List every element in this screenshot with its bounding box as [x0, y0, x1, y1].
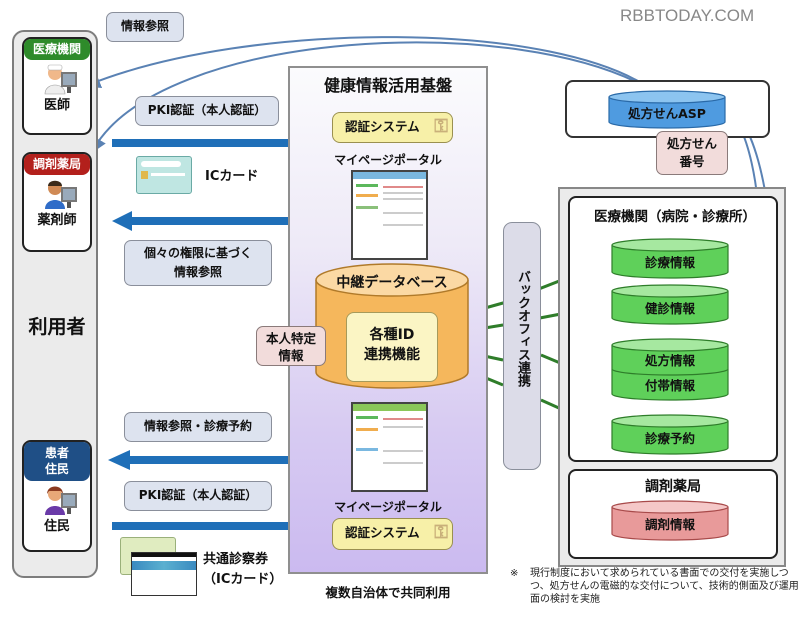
auth-system-bottom: 認証システム ⚿	[332, 518, 453, 550]
db-clinical-info-label: 診療情報	[644, 255, 695, 270]
callout-info-reference: 情報参照	[106, 12, 184, 42]
ic-card-label: ICカード	[205, 169, 259, 184]
platform-title: 健康情報活用基盤	[323, 76, 452, 95]
resident-icon	[43, 485, 77, 515]
header-line-1: 患者	[44, 446, 69, 460]
common-card-icon	[131, 552, 197, 596]
relay-database-label: 中継データベース	[336, 275, 448, 291]
key-icon: ⚿	[434, 522, 448, 543]
footnote: ※ 現行制度において求められている書面での交付を実施しつつ、処方せんの電磁的な交…	[510, 567, 800, 606]
auth-system-label: 認証システム	[345, 525, 420, 540]
hospital-title: 医療機関（病院・診療所）	[594, 209, 756, 225]
personal-id-line-1: 本人特定	[265, 331, 316, 346]
db-clinical-info	[611, 238, 729, 279]
header-line-2: 住民	[44, 462, 69, 476]
db-reservation-label: 診療予約	[644, 431, 695, 446]
auth-system-label: 認証システム	[345, 119, 420, 134]
db-prescription-info-label: 処方情報	[644, 353, 695, 368]
portal-label-top: マイページポータル	[334, 153, 442, 167]
callout-line-2: 情報参照	[173, 265, 222, 279]
callout-pki-bottom: PKI認証（本人認証）	[124, 481, 272, 511]
portal-label-bottom: マイページポータル	[334, 500, 442, 514]
reservation-arrow	[108, 450, 300, 470]
user-role-resident: 住民	[43, 519, 70, 534]
prescription-asp-label: 処方せんASP	[628, 106, 706, 121]
db-reservation	[611, 414, 729, 455]
prescription-number: 処方せん 番号	[656, 131, 728, 175]
callout-pki-top: PKI認証（本人認証）	[135, 96, 279, 126]
db-supplementary-info-label: 付帯情報	[644, 378, 695, 393]
pharmacy-title: 調剤薬局	[645, 479, 701, 495]
db-dispensing-info-label: 調剤情報	[644, 517, 695, 532]
db-prescription-supplementary	[611, 338, 729, 401]
pki-bottom-arrow	[112, 516, 316, 536]
user-card-header: 患者 住民	[24, 442, 90, 481]
common-card-label: 共通診察券 （ICカード）	[203, 550, 282, 590]
watermark: RBBTODAY.COM	[620, 6, 755, 25]
backoffice-link-box	[503, 222, 541, 470]
id-linkage-function: 各種ID 連携機能	[346, 312, 438, 382]
ic-card-icon	[136, 156, 192, 194]
callout-info-reservation: 情報参照・診療予約	[124, 412, 272, 442]
portal-screen-top	[351, 170, 428, 260]
db-checkup-info-label: 健診情報	[644, 301, 695, 316]
personal-identification-info: 本人特定 情報	[256, 326, 326, 366]
user-role-pharmacist: 薬剤師	[37, 213, 77, 228]
prescription-asp-db	[608, 90, 726, 129]
footnote-mark: ※	[510, 568, 519, 579]
user-card-pharmacist: 調剤薬局 薬剤師	[22, 152, 92, 252]
auth-system-top: 認証システム ⚿	[332, 112, 453, 143]
common-card-line-1: 共通診察券	[203, 552, 269, 567]
user-role-doctor: 医師	[43, 98, 70, 113]
backoffice-label: バックオフィス連携	[515, 270, 530, 387]
db-dispensing-info	[611, 500, 729, 541]
callout-individual-access: 個々の権限に基づく 情報参照	[124, 240, 272, 286]
user-card-header: 医療機関	[24, 39, 90, 60]
pharmacist-icon	[43, 179, 77, 209]
personal-id-line-2: 情報	[278, 348, 304, 363]
id-linkage-line-2: 連携機能	[364, 347, 420, 363]
portal-screen-bottom	[351, 402, 428, 492]
user-card-resident: 患者 住民 住民	[22, 440, 92, 552]
db-checkup-info	[611, 284, 729, 325]
user-card-doctor: 医療機関 医師	[22, 37, 92, 135]
users-label: 利用者	[28, 316, 86, 338]
rx-number-line-2: 番号	[679, 154, 705, 169]
rx-number-line-1: 処方せん	[666, 136, 717, 151]
user-card-header: 調剤薬局	[24, 154, 90, 175]
doctor-icon	[43, 64, 77, 95]
callout-line-1: 個々の権限に基づく	[143, 246, 252, 260]
pki-top-arrow	[112, 134, 316, 152]
key-icon: ⚿	[434, 116, 448, 137]
platform-footer: 複数自治体で共同利用	[325, 585, 451, 600]
common-card-line-2: （ICカード）	[203, 572, 283, 587]
id-linkage-line-1: 各種ID	[369, 327, 415, 343]
footnote-text: 現行制度において求められている書面での交付を実施しつつ、処方せんの電磁的な交付に…	[530, 568, 799, 605]
